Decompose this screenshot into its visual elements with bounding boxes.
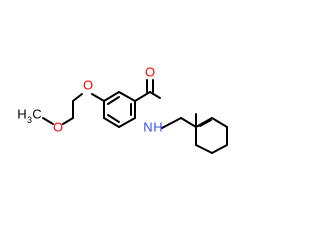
ring-bond xyxy=(103,117,120,128)
ring-double-bond xyxy=(107,96,120,105)
methoxy-oxygen-label: O xyxy=(53,120,63,135)
ch2-to-oxygen-bond xyxy=(62,117,74,125)
methyl-label: H 3 C xyxy=(17,107,41,126)
ch2-ch2-bond xyxy=(180,117,197,128)
carbonyl-oxygen-symbol: O xyxy=(145,65,155,80)
nitrogen-to-ch2-bond xyxy=(161,117,182,129)
ring-bond xyxy=(118,117,136,128)
ring-to-carbonyl-bond xyxy=(134,91,151,102)
benzene-ring xyxy=(103,91,136,128)
molecule-canvas: O N H O O H 3 C xyxy=(17,64,228,154)
methyl-hydrogen-count: 3 xyxy=(27,115,32,125)
ring-bond xyxy=(195,144,213,154)
ether-oxygen-symbol: O xyxy=(83,78,93,93)
ring-bond xyxy=(195,117,213,128)
amide-nitrogen-symbol: N xyxy=(143,120,152,135)
ether-oxygen-label: O xyxy=(83,78,93,93)
ethyl-linker xyxy=(161,113,197,129)
methoxyethoxy-chain xyxy=(42,93,105,125)
oxygen-to-methyl-bond xyxy=(42,117,54,125)
methyl-hydrogen-symbol: H xyxy=(17,107,26,122)
ring-to-oxygen-bond xyxy=(91,93,105,102)
methoxy-oxygen-symbol: O xyxy=(53,120,63,135)
ring-bond xyxy=(211,144,228,154)
ring-double-bond xyxy=(199,119,212,127)
structure-diagram: O N H O O H 3 C xyxy=(17,65,228,154)
amide-group xyxy=(134,79,161,102)
ring-bond xyxy=(118,91,136,102)
carbonyl-oxygen-label: O xyxy=(145,65,155,80)
amide-nitrogen-label: N H xyxy=(143,120,162,135)
methyl-carbon-symbol: C xyxy=(32,107,41,122)
amide-hydrogen-symbol: H xyxy=(153,120,162,135)
cyclohexene-ring xyxy=(195,117,228,154)
ring-bond xyxy=(211,117,228,128)
oxygen-to-ch2-bond xyxy=(72,93,83,102)
ring-bond xyxy=(103,91,120,102)
ring-double-bond xyxy=(107,114,120,123)
carbonyl-to-nitrogen-bond xyxy=(149,91,161,99)
